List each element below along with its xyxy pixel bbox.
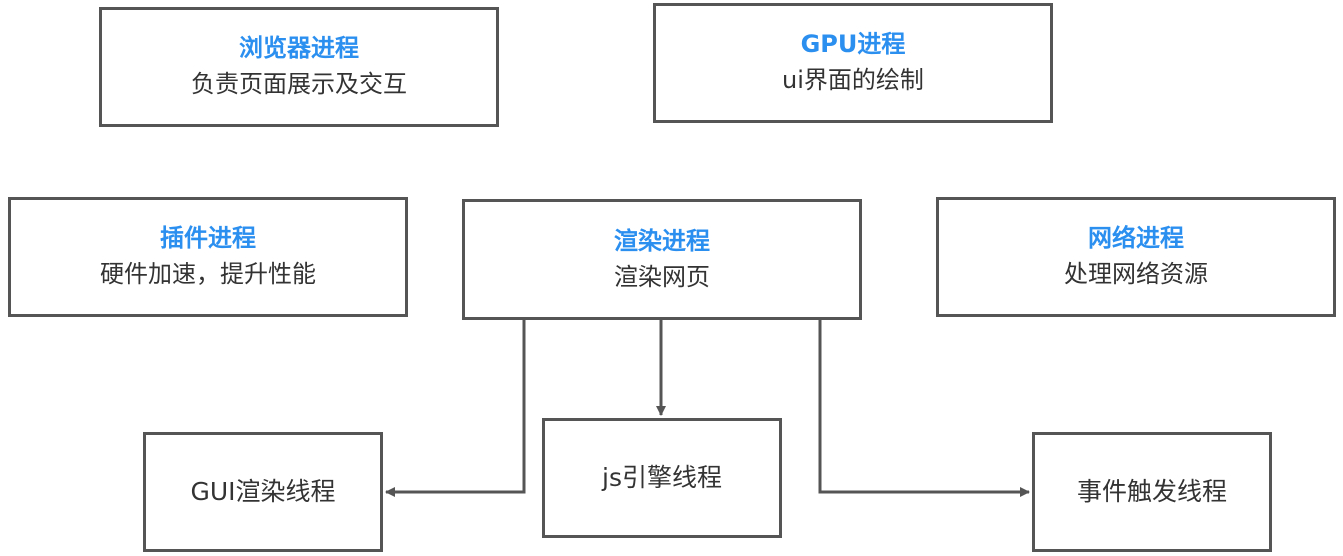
- network-process-box: 网络进程 处理网络资源: [936, 197, 1336, 317]
- js-thread-label: js引擎线程: [602, 463, 722, 492]
- browser-process-title: 浏览器进程: [239, 34, 359, 62]
- plugin-process-desc: 硬件加速，提升性能: [100, 260, 316, 288]
- connector-to-gui-thread: [385, 320, 526, 497]
- renderer-process-desc: 渲染网页: [614, 262, 710, 291]
- gpu-process-title: GPU进程: [800, 30, 906, 58]
- plugin-process-title: 插件进程: [160, 224, 256, 252]
- event-thread-box: 事件触发线程: [1032, 432, 1272, 552]
- gui-thread-box: GUI渲染线程: [143, 432, 383, 552]
- network-process-desc: 处理网络资源: [1064, 260, 1208, 288]
- renderer-process-box: 渲染进程 渲染网页: [462, 199, 862, 320]
- network-process-title: 网络进程: [1088, 224, 1184, 252]
- plugin-process-box: 插件进程 硬件加速，提升性能: [8, 197, 408, 317]
- gpu-process-desc: ui界面的绘制: [782, 66, 924, 94]
- js-thread-box: js引擎线程: [542, 418, 782, 538]
- browser-process-desc: 负责页面展示及交互: [191, 70, 407, 98]
- renderer-process-title: 渲染进程: [614, 226, 710, 255]
- gpu-process-box: GPU进程 ui界面的绘制: [653, 3, 1053, 123]
- connector-to-event-thread: [818, 320, 1030, 497]
- browser-process-box: 浏览器进程 负责页面展示及交互: [99, 7, 499, 127]
- event-thread-label: 事件触发线程: [1076, 477, 1227, 506]
- gui-thread-label: GUI渲染线程: [190, 477, 336, 506]
